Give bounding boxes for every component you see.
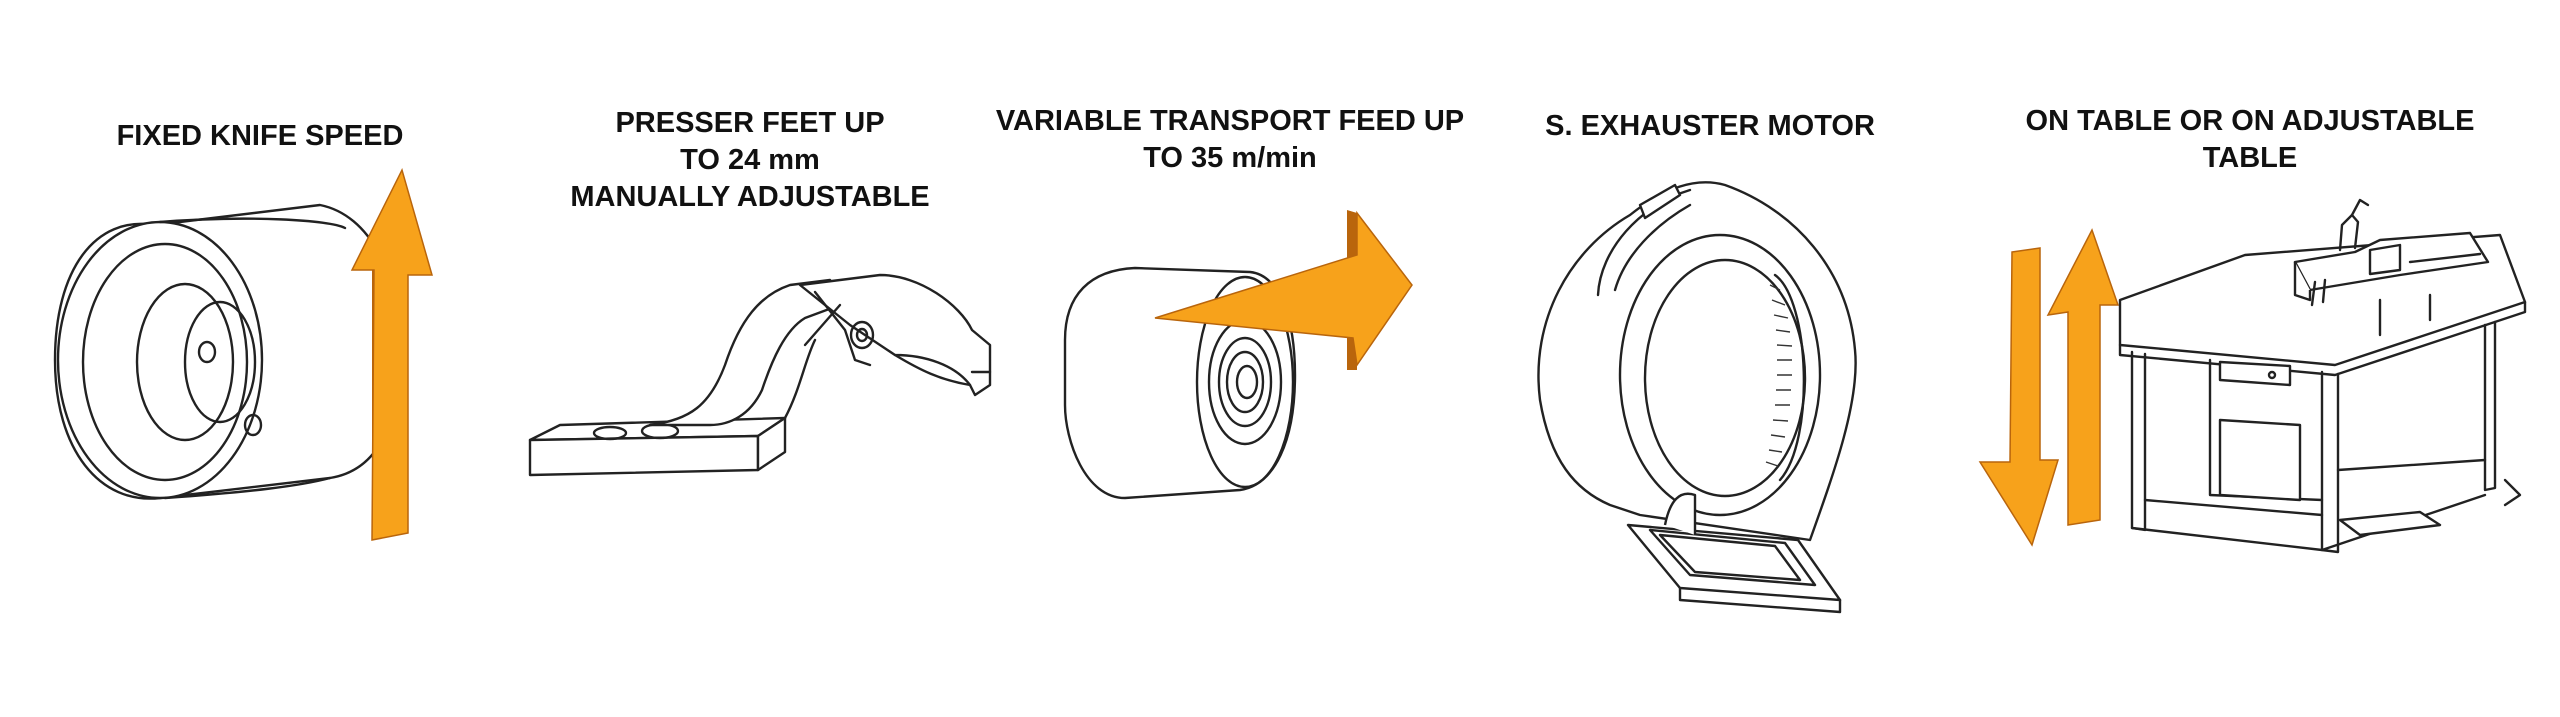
right-arrow-icon [1154, 210, 1413, 367]
presser-foot-icon [528, 273, 992, 477]
panel-caption: VARIABLE TRANSPORT FEED UP TO 35 m/min [995, 105, 1465, 174]
panel-caption: ON TABLE OR ON ADJUSTABLE TABLE [2025, 105, 2475, 174]
exhauster-blower-icon [1537, 181, 1857, 614]
down-arrow-icon [1978, 247, 2060, 547]
panel-fixed-knife-speed: FIXED KNIFE SPEED [0, 0, 500, 717]
up-arrow-icon [350, 167, 433, 541]
panel-transport-feed: VARIABLE TRANSPORT FEED UP TO 35 m/min [975, 0, 1485, 717]
panel-caption: PRESSER FEET UP TO 24 mm MANUALLY ADJUST… [570, 107, 930, 213]
feed-roller-icon [1063, 210, 1413, 500]
panel-presser-feet: PRESSER FEET UP TO 24 mm MANUALLY ADJUST… [500, 0, 1000, 717]
panel-table: ON TABLE OR ON ADJUSTABLE TABLE [1940, 0, 2560, 717]
panel-caption: FIXED KNIFE SPEED [116, 120, 404, 152]
panel-exhauster-motor: S. EXHAUSTER MOTOR [1480, 0, 1940, 717]
up-arrow-icon [2046, 228, 2120, 526]
knife-wheel-icon [53, 167, 433, 541]
machine-table-icon [1978, 198, 2527, 554]
panel-caption: S. EXHAUSTER MOTOR [1545, 110, 1875, 142]
